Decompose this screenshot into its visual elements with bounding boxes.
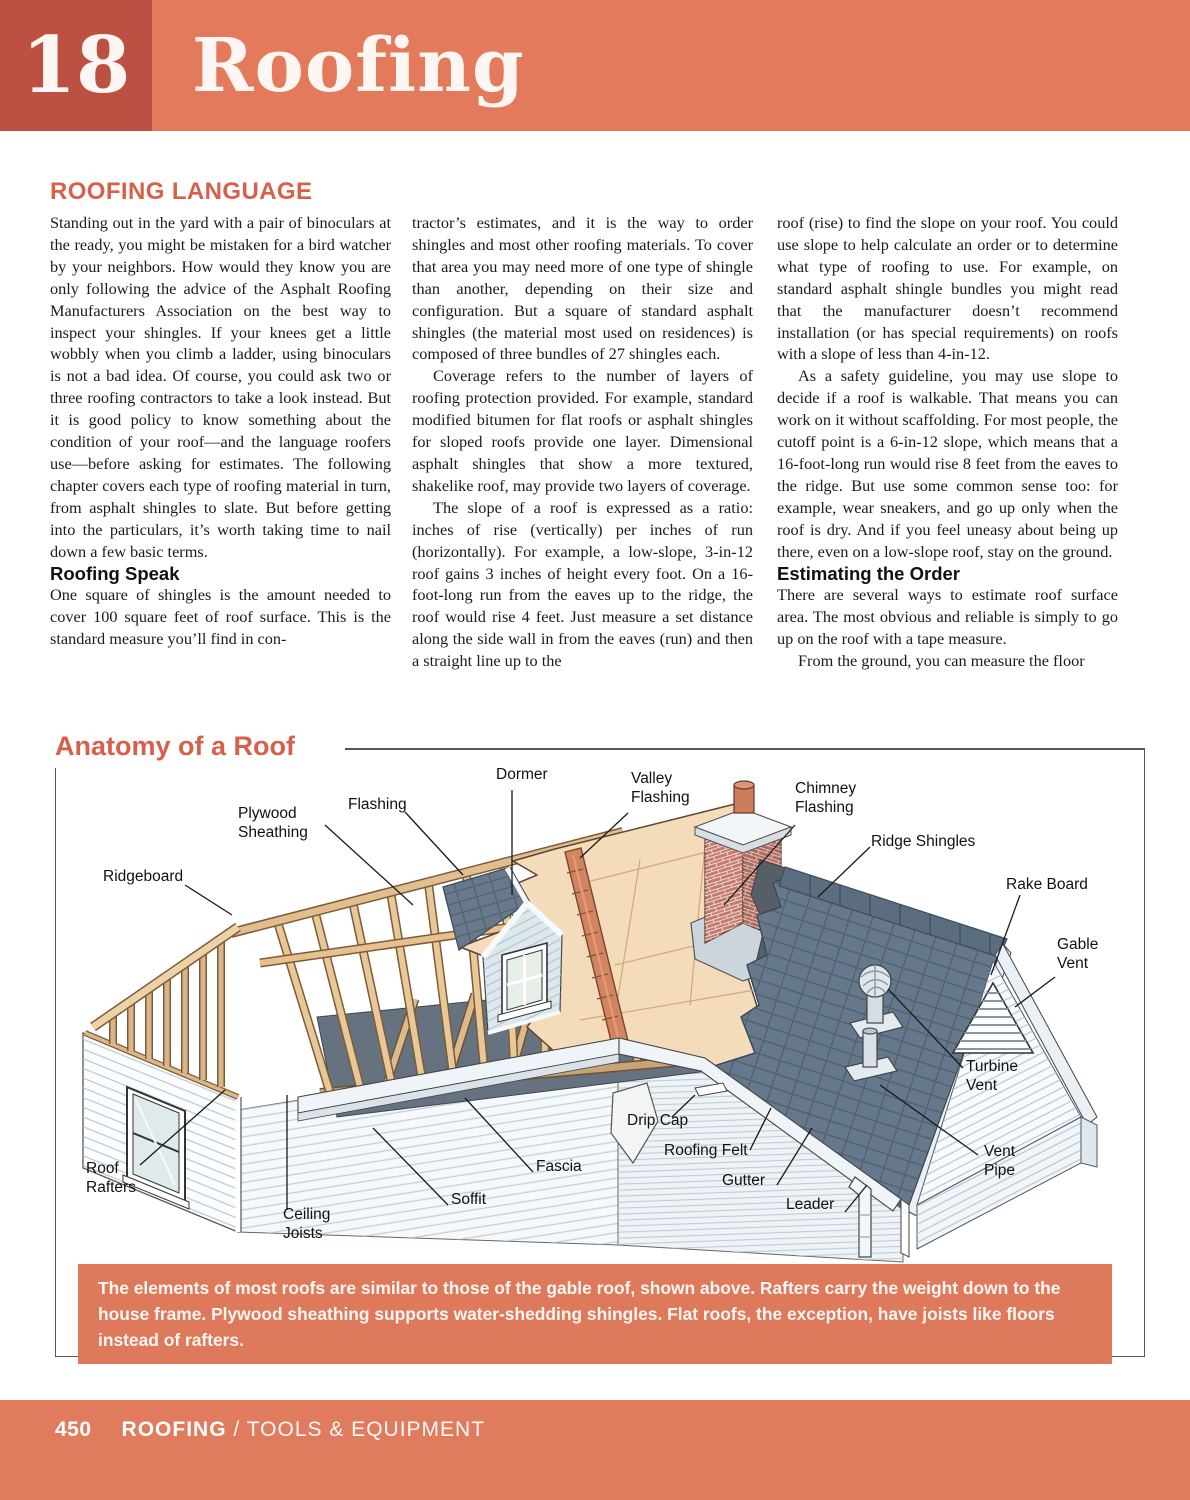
callout-lines: [139, 790, 1056, 1213]
figure-rule: [345, 748, 1145, 750]
figure-label-vent-pipe: Vent Pipe: [984, 1143, 1016, 1179]
figure-caption: The elements of most roofs are similar t…: [78, 1264, 1112, 1364]
book-section: ROOFING: [121, 1418, 227, 1441]
figure-frame: [55, 768, 56, 1357]
figure-label-rake-board: Rake Board: [1006, 876, 1088, 893]
paragraph: There are several ways to estimate roof …: [777, 585, 1118, 649]
paragraph: One square of shingles is the amount nee…: [50, 585, 391, 649]
figure-title: Anatomy of a Roof: [55, 731, 295, 761]
figure-label-turbine-vent: Turbine Vent: [966, 1058, 1018, 1094]
chapter-number: 18: [21, 19, 131, 111]
figure-label-ridgeboard: Ridgeboard: [103, 868, 184, 885]
drip-cap-strip: [694, 1082, 728, 1097]
text-column-3: roof (rise) to find the slope on your ro…: [777, 212, 1118, 672]
roof-anatomy-illustration: [82, 780, 1098, 1263]
figure-label-valley-flashing: Valley Flashing: [631, 770, 690, 806]
figure-label-plywood-sheathing: Plywood Sheathing: [238, 805, 308, 841]
vent-pipe-figure: [844, 1027, 898, 1082]
figure-label-dormer: Dormer: [496, 766, 548, 783]
text-column-1: Standing out in the yard with a pair of …: [50, 212, 391, 650]
section-heading: ROOFING LANGUAGE: [50, 178, 313, 205]
figure-label-fascia: Fascia: [536, 1158, 582, 1175]
dormer: [442, 866, 565, 1035]
figure-label-roof-rafters: Roof Rafters: [86, 1160, 136, 1196]
chapter-banner: Roofing: [152, 0, 1190, 131]
subheading-roofing-speak: Roofing Speak: [50, 562, 180, 584]
shingled-roof: [710, 859, 1098, 1250]
text-column-2: tractor’s estimates, and it is the way t…: [412, 212, 753, 672]
page-footer: 450 ROOFING / TOOLS & EQUIPMENT: [0, 1400, 1190, 1500]
chapter-number-box: 18: [0, 0, 152, 131]
paragraph: tractor’s estimates, and it is the way t…: [412, 213, 753, 364]
paragraph: From the ground, you can measure the flo…: [798, 651, 1085, 671]
paragraph: The slope of a roof is expressed as a ra…: [412, 497, 753, 671]
chapter-section: TOOLS & EQUIPMENT: [246, 1418, 486, 1441]
page-number: 450: [55, 1418, 92, 1441]
figure-label-gutter: Gutter: [722, 1172, 766, 1189]
figure-label-chimney-flashing: Chimney Flashing: [795, 780, 857, 816]
footer-separator: /: [233, 1418, 241, 1441]
chapter-title: Roofing: [192, 22, 525, 109]
figure-label-gable-vent: Gable Vent: [1057, 936, 1099, 972]
subheading-estimating-the-order: Estimating the Order: [777, 562, 960, 584]
figure-label-roofing-felt: Roofing Felt: [664, 1142, 748, 1159]
turbine-vent-figure: [849, 964, 904, 1039]
paragraph: As a safety guideline, you may use slope…: [777, 366, 1118, 561]
figure-frame: [1144, 748, 1145, 1357]
valley-flashing-tiles: [564, 847, 629, 1046]
figure-label-ceiling-joists: Ceiling Joists: [283, 1206, 331, 1242]
figure-label-soffit: Soffit: [451, 1191, 487, 1208]
figure-label-ridge-shingles: Ridge Shingles: [871, 833, 976, 850]
paragraph: Coverage refers to the number of layers …: [412, 366, 753, 495]
figure-label-flashing: Flashing: [348, 796, 407, 813]
figure-label-drip-cap: Drip Cap: [627, 1112, 689, 1129]
fascia-gutter-right: [618, 1037, 902, 1212]
paragraph: roof (rise) to find the slope on your ro…: [777, 213, 1118, 364]
figure-label-leader: Leader: [786, 1196, 835, 1213]
eaves-and-gutter: [297, 1037, 910, 1258]
paragraph: Standing out in the yard with a pair of …: [50, 213, 391, 561]
